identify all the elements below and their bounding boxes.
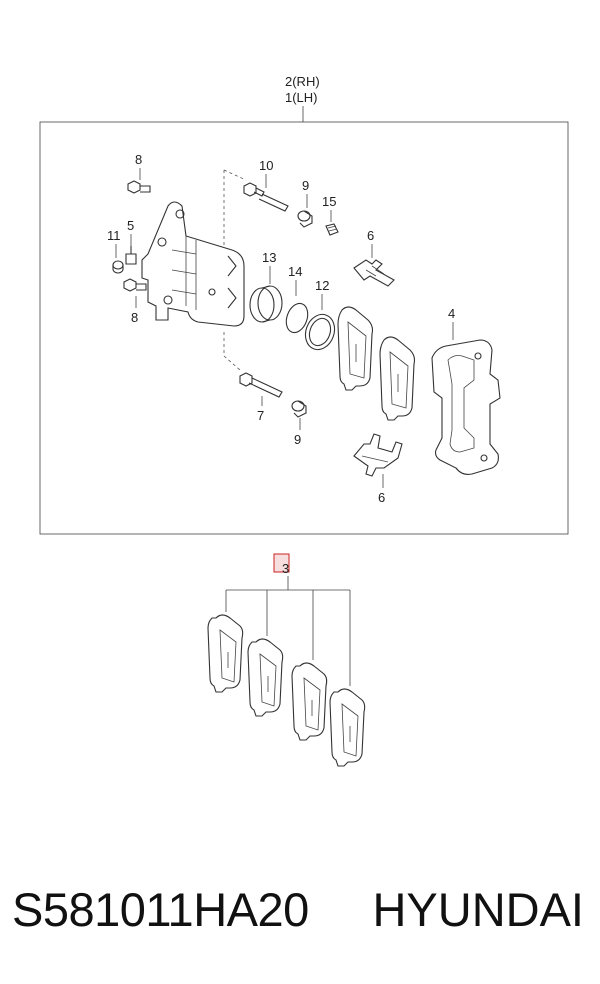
callout-11[interactable]: 11 bbox=[107, 228, 121, 243]
callout-15[interactable]: 15 bbox=[322, 194, 336, 209]
assembly-frame bbox=[39, 121, 569, 535]
boot-9-bottom bbox=[291, 400, 307, 418]
callout-9-bottom[interactable]: 9 bbox=[294, 432, 301, 447]
dashed-guide-lower bbox=[223, 332, 241, 371]
shim-clip-6-bottom bbox=[353, 433, 403, 477]
callout-12[interactable]: 12 bbox=[315, 278, 329, 293]
callout-6-bottom[interactable]: 6 bbox=[378, 490, 385, 505]
piston-13 bbox=[249, 285, 283, 323]
boot-9-top bbox=[297, 210, 313, 228]
brake-pad-kit-4 bbox=[329, 688, 366, 767]
callout-14[interactable]: 14 bbox=[288, 264, 302, 279]
brake-pad-kit-1 bbox=[207, 614, 244, 693]
bolt-8-top bbox=[127, 180, 151, 194]
bleeder-screw-5 bbox=[125, 246, 137, 265]
cap-15 bbox=[325, 223, 339, 236]
assembly-rh-label[interactable]: 2(RH) bbox=[285, 74, 320, 89]
guide-pin-10 bbox=[243, 182, 289, 212]
seal-14 bbox=[285, 302, 309, 334]
callout-13[interactable]: 13 bbox=[262, 250, 276, 265]
caliper-bracket-4 bbox=[431, 339, 501, 475]
dust-boot-12 bbox=[304, 313, 336, 351]
callout-5[interactable]: 5 bbox=[127, 218, 134, 233]
bolt-8-bottom bbox=[123, 278, 147, 292]
brake-pad-outer bbox=[379, 336, 416, 421]
bleeder-cap-11 bbox=[112, 260, 124, 274]
brake-pad-inner bbox=[337, 306, 374, 391]
callout-9-top[interactable]: 9 bbox=[302, 178, 309, 193]
callout-10[interactable]: 10 bbox=[259, 158, 273, 173]
callout-8-top[interactable]: 8 bbox=[135, 152, 142, 167]
shim-clip-6-top bbox=[353, 259, 395, 287]
assembly-lh-label[interactable]: 1(LH) bbox=[285, 90, 318, 105]
dashed-guide-upper bbox=[223, 169, 247, 246]
part-number: S581011HA20 bbox=[12, 883, 309, 936]
brand-name: HYUNDAI bbox=[372, 883, 584, 936]
callout-4[interactable]: 4 bbox=[448, 306, 455, 321]
callout-8-bottom[interactable]: 8 bbox=[131, 310, 138, 325]
guide-pin-7 bbox=[239, 372, 283, 398]
callout-7[interactable]: 7 bbox=[257, 408, 264, 423]
brake-pad-kit-2 bbox=[247, 638, 284, 717]
brake-pad-kit-3 bbox=[291, 662, 328, 741]
callout-3-highlight[interactable] bbox=[273, 553, 290, 573]
pad-kit-leader-tree bbox=[225, 576, 351, 686]
callout-3[interactable]: 3 bbox=[282, 561, 289, 576]
caliper-housing bbox=[141, 201, 245, 327]
callout-6-top[interactable]: 6 bbox=[367, 228, 374, 243]
